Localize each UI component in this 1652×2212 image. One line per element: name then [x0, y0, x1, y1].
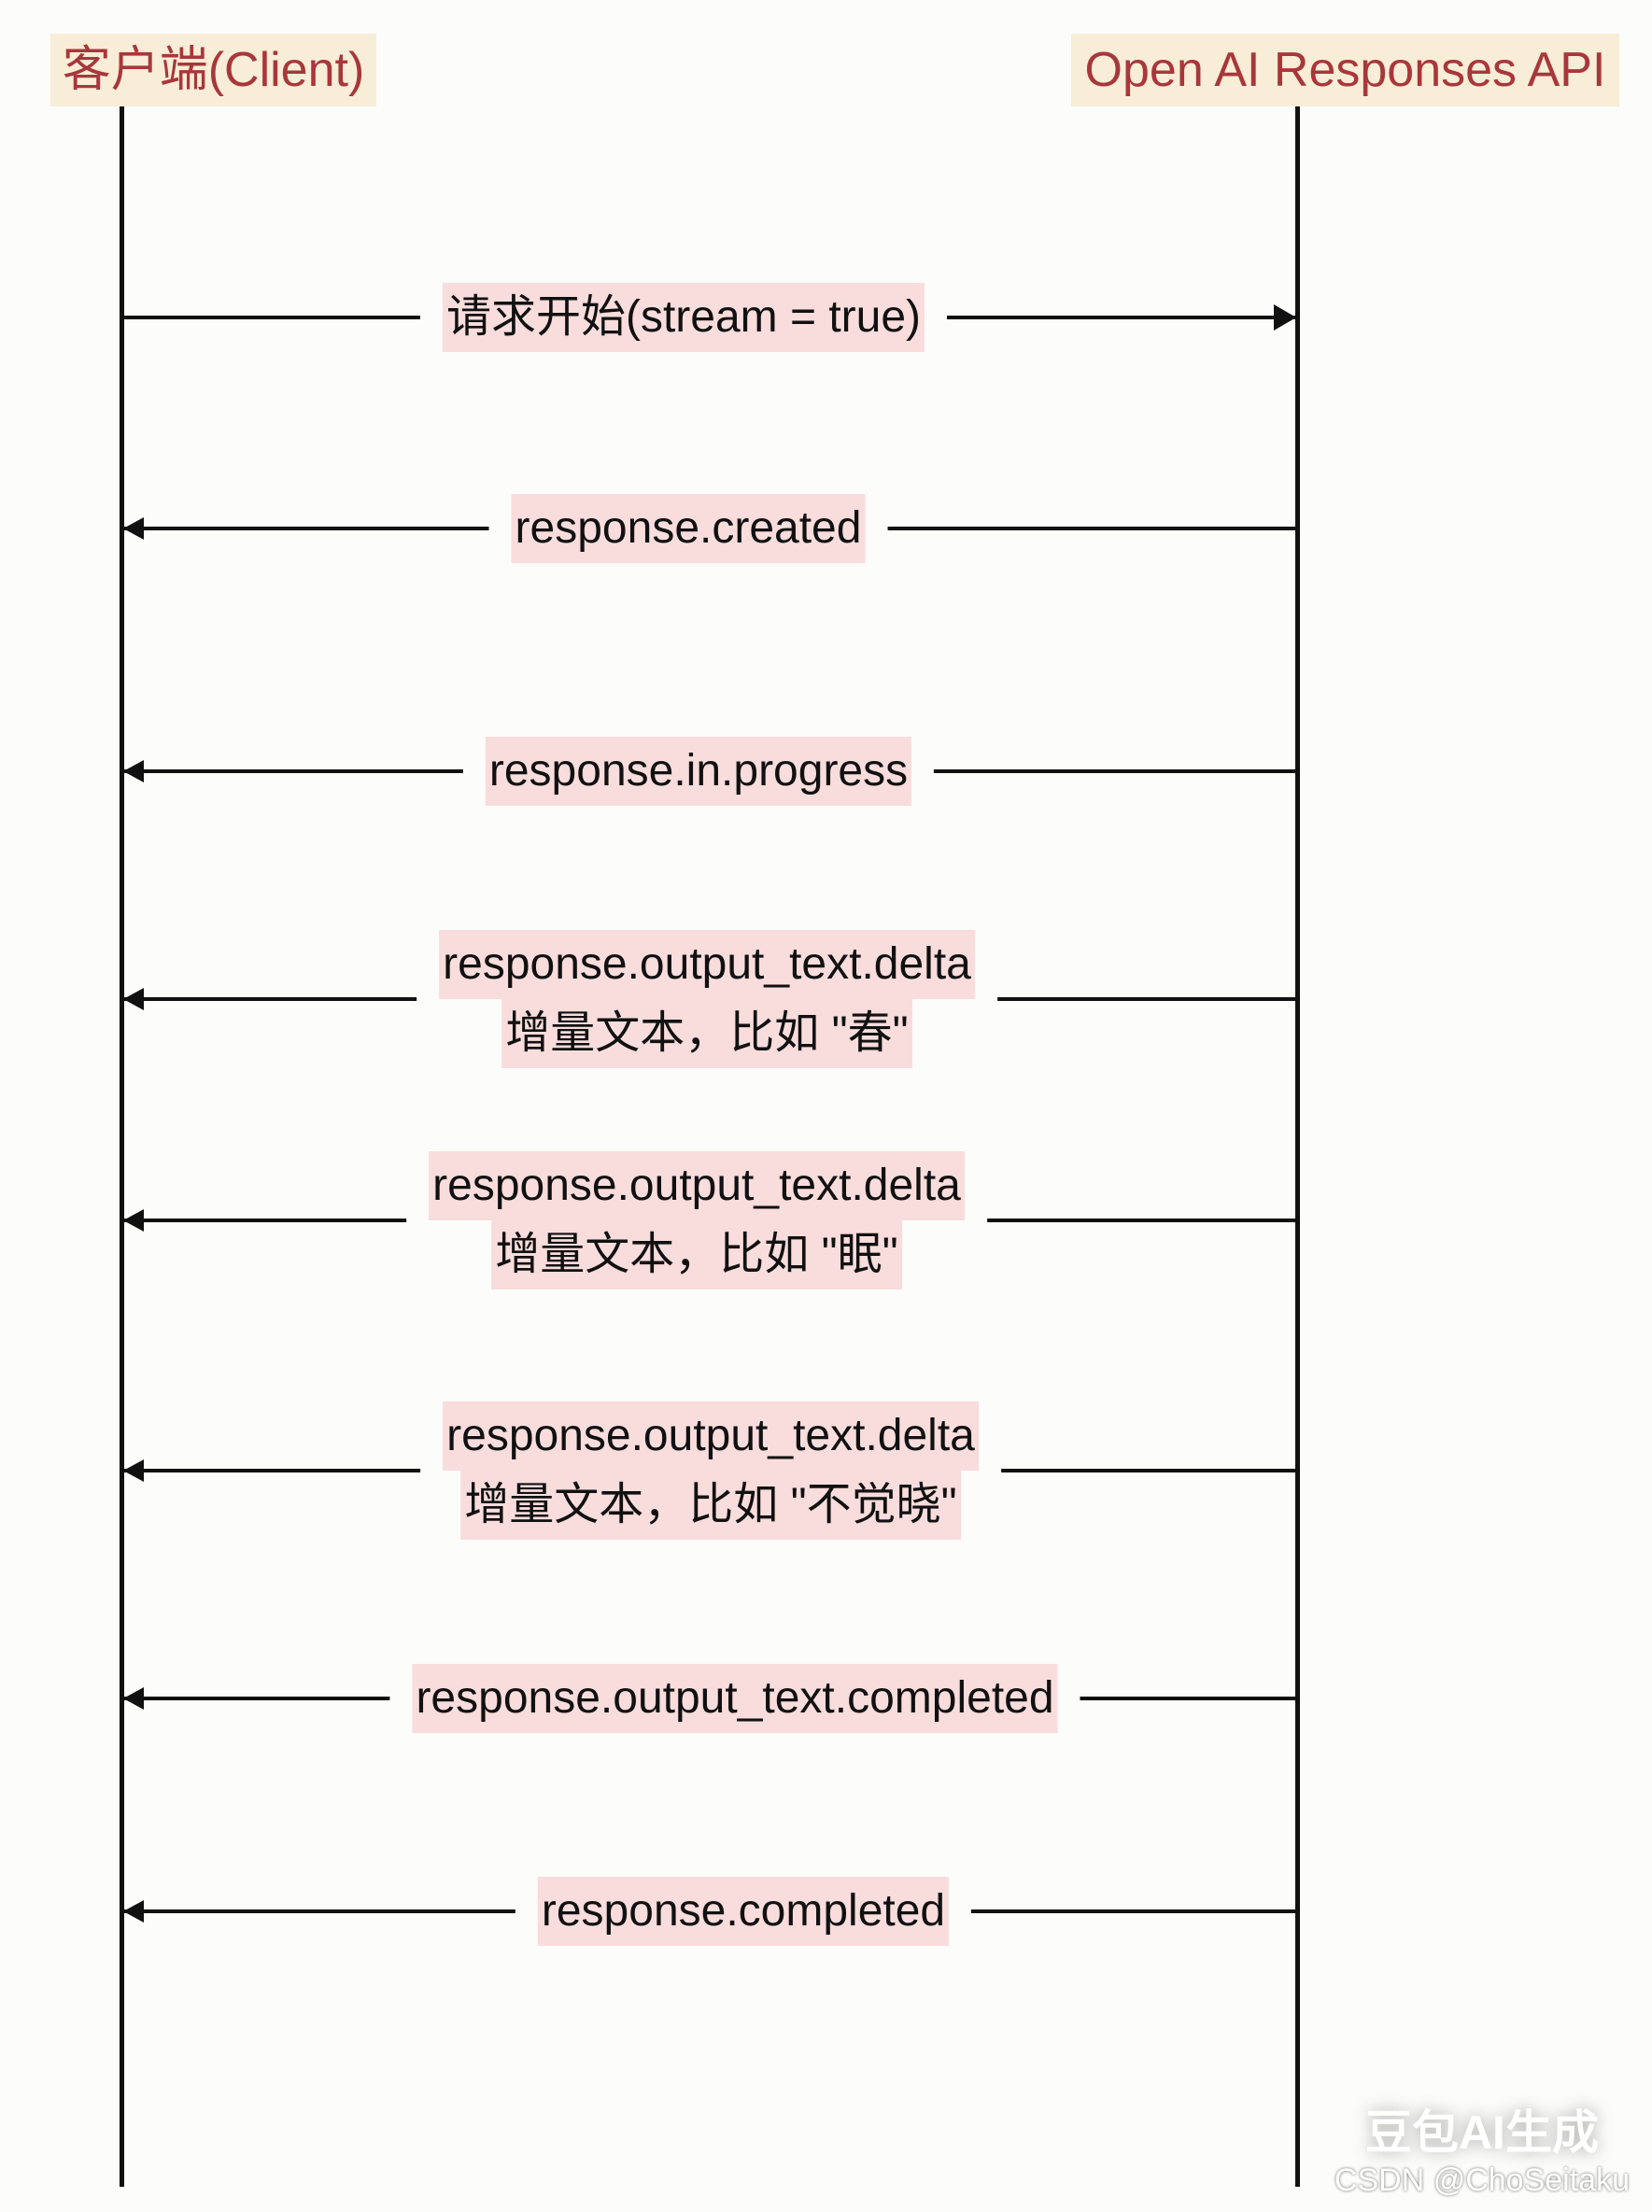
message-label: response.completed [537, 1877, 950, 1946]
arrowhead-left-icon [123, 988, 144, 1010]
message-sublabel: 增量文本，比如 "眠" [491, 1220, 902, 1289]
message-label: response.output_text.completed [412, 1664, 1058, 1733]
message-sublabel: 增量文本，比如 "不觉晓" [460, 1471, 961, 1540]
arrowhead-left-icon [123, 517, 144, 540]
watermark-credit: CSDN @ChoSeitaku [1334, 2163, 1630, 2198]
server-participant-header: Open AI Responses API [1071, 34, 1619, 106]
arrowhead-left-icon [123, 1900, 144, 1923]
server-lifeline [1295, 106, 1300, 2187]
message-label: response.created [511, 494, 866, 563]
message-label: response.output_text.delta [429, 1151, 965, 1220]
message-label: response.output_text.delta [439, 930, 975, 999]
arrowhead-left-icon [123, 760, 144, 782]
client-participant-header: 客户端(Client) [50, 34, 376, 106]
client-lifeline [120, 106, 124, 2187]
arrowhead-left-icon [123, 1209, 144, 1232]
arrowhead-right-icon [1274, 304, 1296, 331]
watermark-logo: 豆包AI生成 [1364, 2106, 1599, 2159]
message-label: response.output_text.delta [443, 1402, 979, 1471]
message-label: response.in.progress [485, 737, 912, 806]
arrowhead-left-icon [123, 1459, 144, 1482]
message-sublabel: 增量文本，比如 "春" [501, 999, 912, 1068]
watermark: 豆包AI生成 CSDN @ChoSeitaku [1334, 2095, 1630, 2199]
arrowhead-left-icon [123, 1687, 144, 1710]
message-label: 请求开始(stream = true) [442, 283, 925, 352]
